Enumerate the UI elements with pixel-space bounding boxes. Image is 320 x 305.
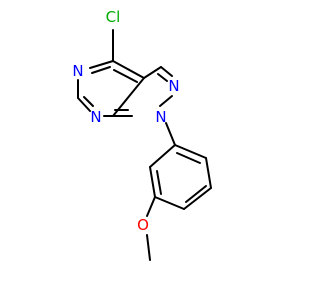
bond-ph-c2-c3-double xyxy=(156,170,162,195)
oxygen-atom-label: O xyxy=(137,216,149,234)
bond-ph-c4-c5 xyxy=(183,187,212,210)
nitrogen-atom-label-pyrazole-bottom: N xyxy=(155,108,166,126)
nitrogen-atom-label-pyrimidine-top: N xyxy=(72,62,83,80)
bond-ph-c3-c4 xyxy=(154,196,185,210)
bond-c4-n3 xyxy=(89,60,114,69)
nitrogen-atom-label-pyrazole-top: N xyxy=(168,77,179,95)
bond-ph-o xyxy=(146,196,156,217)
bond-ph-c5-c6 xyxy=(205,157,212,189)
atom-labels: Cl N N N N O xyxy=(72,8,179,234)
bond-n2-n1p xyxy=(159,95,173,107)
molecule-structure: Cl N N N N O xyxy=(72,8,212,261)
bond-ph-c6-c1-double xyxy=(176,152,201,164)
bond-c3-n2 xyxy=(160,66,173,77)
bonds xyxy=(77,29,212,261)
bond-c3a-c4 xyxy=(112,60,145,79)
bond-ph-c1-c2 xyxy=(149,144,176,168)
bond-c3a-c4-double xyxy=(113,69,138,83)
chlorine-atom-label: Cl xyxy=(106,8,121,26)
molecule-diagram: Cl N N N N O xyxy=(72,8,212,261)
bond-c2-n1-double xyxy=(83,96,94,107)
bond-ph-c6-c1 xyxy=(174,144,207,159)
bond-ph-c4-c5-double xyxy=(185,185,207,203)
nitrogen-atom-label-pyrimidine-bottom: N xyxy=(90,108,101,126)
bond-c4-n3-double xyxy=(91,66,111,74)
bond-c3-n2-double xyxy=(157,73,168,82)
bond-ph-c2-c3 xyxy=(149,166,156,198)
bond-n1p-phenyl xyxy=(165,122,176,146)
bond-o-methyl xyxy=(146,234,151,261)
bond-c2-n1 xyxy=(77,97,91,112)
bond-c3a-c3 xyxy=(143,66,162,79)
